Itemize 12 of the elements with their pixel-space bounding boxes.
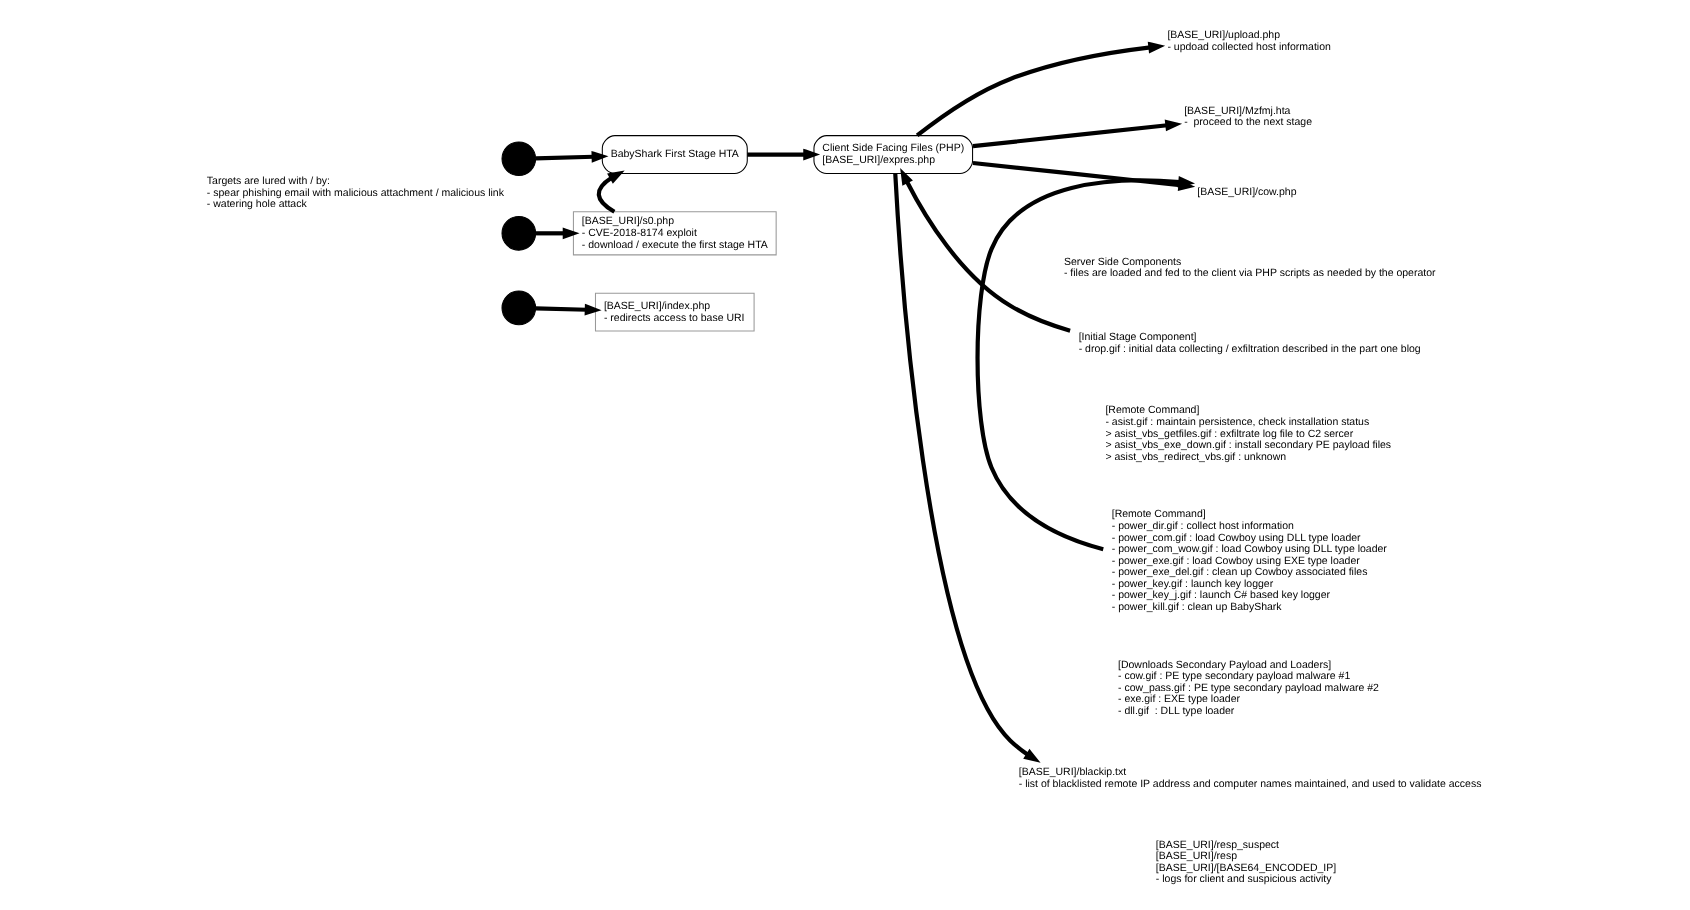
arrow [534,226,579,239]
node-person [500,215,536,250]
arrow [914,40,1165,137]
arrow [595,169,624,213]
arrow [892,172,1040,762]
arrow [971,118,1182,148]
node-person [500,289,536,325]
arrow [746,147,820,160]
arrow [534,149,608,162]
arrow [899,166,1070,332]
node-person [500,140,536,176]
arrow [534,302,601,315]
